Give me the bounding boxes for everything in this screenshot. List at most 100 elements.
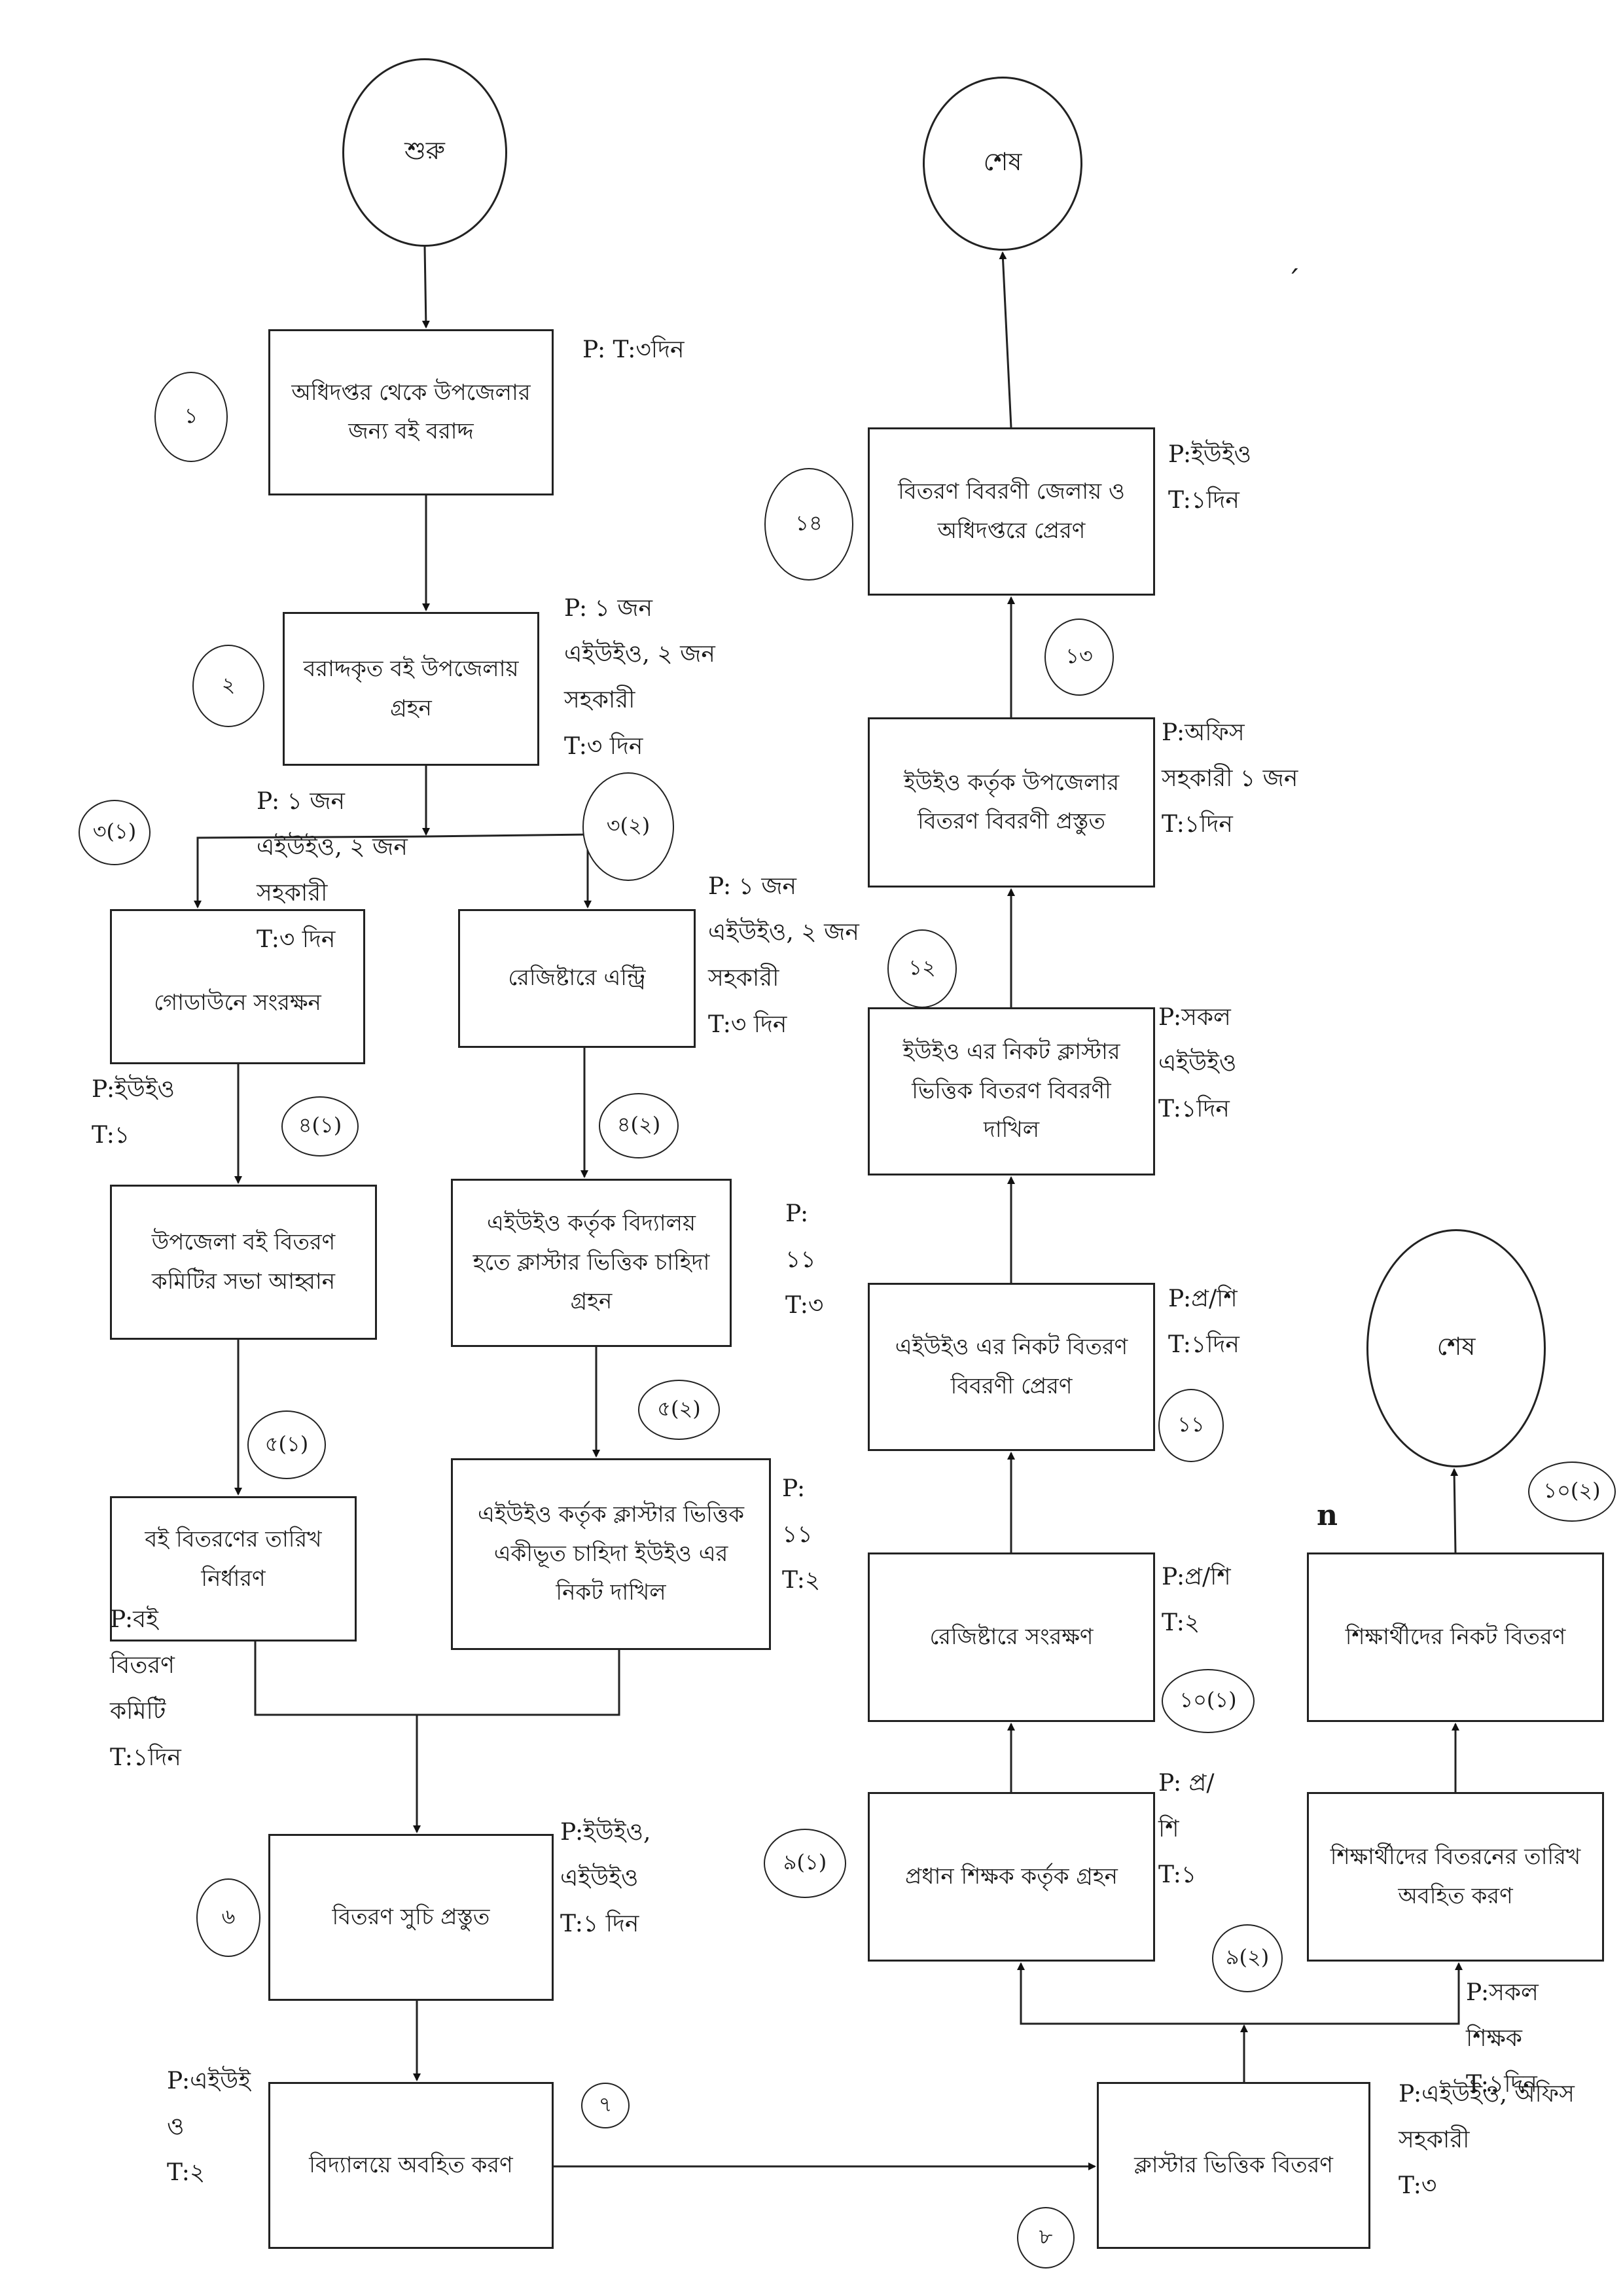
step-number-10-1: ১০(১) [1162, 1669, 1255, 1733]
process-text: এইউইও কর্তৃক ক্লাস্টার ভিত্তিক একীভূত চা… [477, 1501, 745, 1606]
annotation-step-3-1: P: ১ জন এইউইও, ২ জন সহকারী T:৩ দিন [257, 788, 408, 953]
step-number-text: ৬ [221, 1904, 236, 1929]
stray-letter-n: n [1317, 1499, 1338, 1532]
start-label: শুরু [404, 136, 445, 165]
step-number-6: ৬ [196, 1878, 260, 1957]
annotation-step-5-1: P:বই বিতরণ কমিটি T:১দিন [110, 1606, 181, 1771]
process-text: বিতরণ বিবরণী জেলায় ও অধিদপ্তরে প্রেরণ [898, 478, 1125, 544]
process-box-1: অধিদপ্তর থেকে উপজেলার জন্য বই বরাদ্দ [268, 329, 554, 495]
step-number-8: ৮ [1017, 2207, 1075, 2269]
step-number-text: ৮ [1039, 2224, 1053, 2249]
step-number-11: ১১ [1158, 1389, 1224, 1462]
step-number-text: ১৪ [795, 511, 823, 535]
end-terminal-main: শেষ [923, 77, 1082, 251]
edge-14-to-end [999, 251, 1012, 428]
step-number-text: ৯(২) [1225, 1945, 1270, 1969]
stray-tick-mark: ˊ [1286, 265, 1300, 298]
annotation-step-6: P:ইউইও, এইউইও T:১ দিন [560, 1819, 651, 1938]
step-number-text: ৪(২) [616, 1112, 661, 1137]
step-number-text: ৯(১) [783, 1850, 827, 1874]
step-number-text: ৫(২) [657, 1396, 701, 1421]
edge-start-to-1 [421, 246, 430, 329]
annotation-step-4-2: P: ১১ T:৩ [785, 1200, 824, 1319]
process-box-5-2: এইউইও কর্তৃক ক্লাস্টার ভিত্তিক একীভূত চা… [451, 1458, 771, 1650]
step-number-text: ১১ [1177, 1412, 1205, 1437]
annotation-step-10-1: P:প্র/শি T:২ [1162, 1564, 1231, 1637]
step-number-10-2: ১০(২) [1528, 1462, 1616, 1522]
annotation-step-1: P: T:৩দিন [582, 336, 685, 363]
annotation-step-3-2: P: ১ জন এইউইও, ২ জন সহকারী T:৩ দিন [708, 873, 859, 1038]
edge-10-2-to-end [1450, 1468, 1459, 1553]
step-number-3-2: ৩(২) [582, 772, 674, 881]
annotation-step-9-1: P: প্র/ শি T:১ [1158, 1770, 1215, 1889]
step-number-text: ৫(১) [264, 1431, 309, 1456]
process-text: বই বিতরণের তারিখ নির্ধারণ [145, 1526, 322, 1592]
step-number-text: ১৩ [1065, 643, 1093, 668]
process-text: রেজিষ্টারে সংরক্ষণ [929, 1623, 1094, 1650]
step-number-3-1: ৩(১) [79, 800, 151, 865]
step-number-text: ৩(২) [606, 813, 651, 838]
step-number-text: ৩(১) [92, 819, 137, 844]
step-number-text: ২ [221, 672, 236, 697]
step-number-text: ১ [184, 403, 198, 428]
process-box-12: ইউইও এর নিকট ক্লাস্টার ভিত্তিক বিতরণ বিব… [868, 1007, 1155, 1175]
annotation-step-4-1: P:ইউইও T:১ [92, 1076, 175, 1149]
step-number-5-2: ৫(২) [638, 1380, 720, 1440]
step-number-text: ১০(২) [1543, 1478, 1601, 1503]
process-box-6: বিতরণ সুচি প্রস্তুত [268, 1834, 554, 2001]
process-box-4-1: উপজেলা বই বিতরণ কমিটির সভা আহ্বান [110, 1185, 377, 1340]
annotation-step-5-2: P: ১১ T:২ [782, 1475, 821, 1594]
step-number-2: ২ [192, 645, 264, 727]
step-number-9-1: ৯(১) [764, 1829, 846, 1898]
edge-split-to-3-1 [194, 835, 427, 908]
step-number-text: ৪(১) [298, 1113, 342, 1138]
process-text: বরাদ্দকৃত বই উপজেলায় গ্রহন [303, 656, 519, 721]
process-text: বিদ্যালয়ে অবহিত করণ [309, 2151, 513, 2178]
process-text: শিক্ষার্থীদের নিকট বিতরণ [1345, 1623, 1566, 1650]
process-box-2: বরাদ্দকৃত বই উপজেলায় গ্রহন [283, 612, 539, 766]
process-box-11: এইউইও এর নিকট বিতরণ বিবরণী প্রেরণ [868, 1283, 1155, 1451]
end-terminal-students: শেষ [1366, 1229, 1546, 1467]
step-number-4-2: ৪(২) [599, 1093, 679, 1158]
process-text: এইউইও কর্তৃক বিদ্যালয় হতে ক্লাস্টার ভিত… [473, 1210, 710, 1315]
step-number-14: ১৪ [764, 468, 853, 581]
process-box-8: ক্লাস্টার ভিত্তিক বিতরণ [1097, 2082, 1370, 2249]
annotation-step-12: P:সকল এইউইও T:১দিন [1158, 1004, 1237, 1123]
end-label: শেষ [983, 147, 1022, 176]
step-number-text: ১২ [908, 955, 936, 980]
process-text: উপজেলা বই বিতরণ কমিটির সভা আহ্বান [151, 1229, 336, 1295]
step-number-9-2: ৯(২) [1212, 1924, 1283, 1992]
process-text: ইউইও কর্তৃক উপজেলার বিতরণ বিবরণী প্রস্তু… [903, 769, 1120, 835]
edge-merge-5 [254, 1641, 620, 1716]
edge-split-to-9-1 [1017, 1962, 1244, 2025]
process-text: শিক্ষার্থীদের বিতরনের তারিখ অবহিত করণ [1330, 1844, 1581, 1909]
annotation-step-2: P: ১ জন এইউইও, ২ জন সহকারী T:৩ দিন [564, 595, 715, 760]
process-text: ক্লাস্টার ভিত্তিক বিতরণ [1134, 2151, 1333, 2178]
step-number-13: ১৩ [1044, 619, 1114, 696]
process-text: রেজিষ্টারে এন্ট্রি [508, 965, 646, 992]
process-text: গোডাউনে সংরক্ষন [154, 989, 321, 1016]
annotation-step-7: P:এইউই ও T:২ [167, 2068, 251, 2187]
step-number-12: ১২ [887, 929, 957, 1008]
process-box-10-2: শিক্ষার্থীদের নিকট বিতরণ [1307, 1552, 1604, 1722]
step-number-4-1: ৪(১) [281, 1096, 359, 1157]
process-box-9-1: প্রধান শিক্ষক কর্তৃক গ্রহন [868, 1792, 1155, 1962]
start-terminal: শুরু [342, 58, 507, 247]
edge-split-to-3-2 [425, 833, 592, 908]
step-number-text: ৭ [598, 2092, 613, 2117]
process-box-13: ইউইও কর্তৃক উপজেলার বিতরণ বিবরণী প্রস্তু… [868, 717, 1155, 888]
step-number-5-1: ৫(১) [247, 1410, 326, 1479]
process-box-9-2: শিক্ষার্থীদের বিতরনের তারিখ অবহিত করণ [1307, 1792, 1604, 1962]
process-box-7: বিদ্যালয়ে অবহিত করণ [268, 2082, 554, 2249]
step-number-7: ৭ [581, 2083, 630, 2128]
annotation-step-14: P:ইউইও T:১দিন [1168, 441, 1252, 514]
step-number-text: ১০(১) [1179, 1687, 1237, 1712]
process-text: ইউইও এর নিকট ক্লাস্টার ভিত্তিক বিতরণ বিব… [902, 1039, 1120, 1143]
process-box-5-1: বই বিতরণের তারিখ নির্ধারণ [110, 1496, 357, 1641]
process-text: অধিদপ্তর থেকে উপজেলার জন্য বই বরাদ্দ [291, 379, 531, 445]
process-box-4-2: এইউইও কর্তৃক বিদ্যালয় হতে ক্লাস্টার ভিত… [451, 1179, 732, 1347]
process-box-14: বিতরণ বিবরণী জেলায় ও অধিদপ্তরে প্রেরণ [868, 427, 1155, 596]
end-label: শেষ [1436, 1332, 1476, 1361]
process-box-10-1: রেজিষ্টারে সংরক্ষণ [868, 1552, 1155, 1722]
